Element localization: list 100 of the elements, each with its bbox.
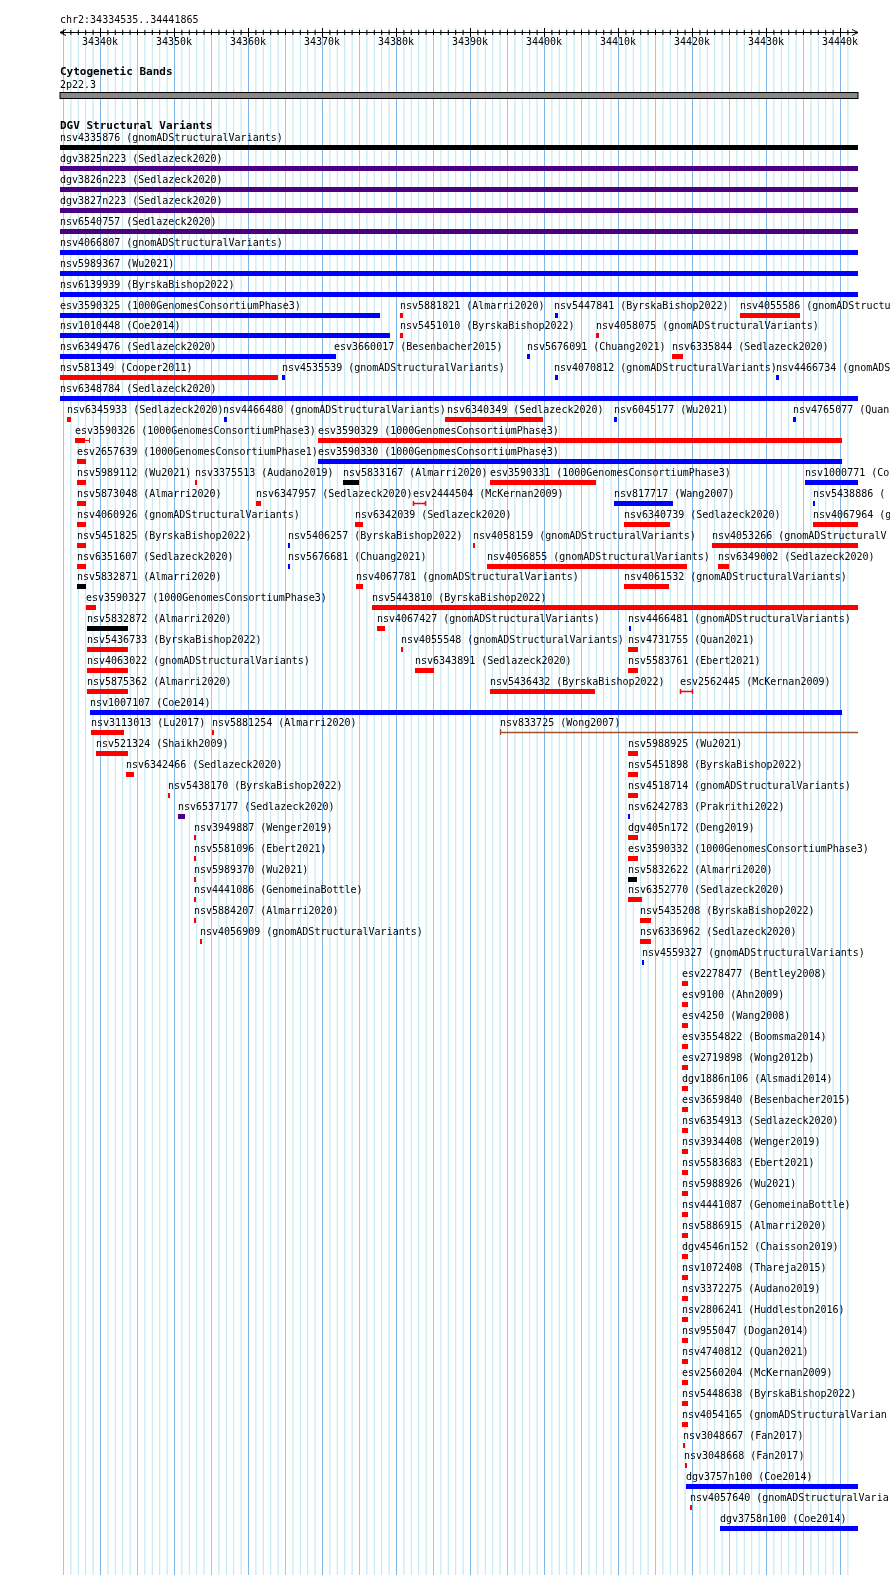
feature-label: nsv4053266 (gnomADStructuralV bbox=[712, 530, 887, 542]
feature-label: nsv4559327 (gnomADStructuralVariants) bbox=[642, 947, 865, 959]
scale-tick-label: 34360k bbox=[230, 36, 267, 48]
feature-label: nsv6351607 (Sedlazeck2020) bbox=[77, 551, 234, 563]
feature-label: nsv5451825 (ByrskaBishop2022) bbox=[77, 530, 252, 542]
scale-tick-label: 34380k bbox=[378, 36, 415, 48]
feature-label: nsv581349 (Cooper2011) bbox=[60, 362, 193, 374]
feature-label: nsv955047 (Dogan2014) bbox=[682, 1325, 809, 1337]
feature-label: nsv4740812 (Quan2021) bbox=[682, 1346, 809, 1358]
feature-label: esv3590326 (1000GenomesConsortiumPhase3) bbox=[75, 425, 316, 437]
track-title: Cytogenetic Bands bbox=[60, 66, 173, 78]
feature-label: dgv3827n223 (Sedlazeck2020) bbox=[60, 195, 223, 207]
feature-label: nsv5989370 (Wu2021) bbox=[194, 864, 309, 876]
feature-label: nsv5436432 (ByrskaBishop2022) bbox=[490, 676, 665, 688]
scale-tick-label: 34400k bbox=[526, 36, 563, 48]
feature-label: nsv4765077 (Quan bbox=[793, 404, 890, 416]
feature-label: nsv3934408 (Wenger2019) bbox=[682, 1136, 821, 1148]
feature-label: dgv3757n100 (Coe2014) bbox=[686, 1471, 813, 1483]
feature-label: nsv5832622 (Almarri2020) bbox=[628, 864, 773, 876]
feature-label: dgv3825n223 (Sedlazeck2020) bbox=[60, 153, 223, 165]
feature-label: nsv4057640 (gnomADStructuralVaria bbox=[690, 1492, 889, 1504]
feature-label: nsv6045177 (Wu2021) bbox=[614, 404, 729, 416]
feature-label: nsv5833167 (Almarri2020) bbox=[343, 467, 488, 479]
feature-label: esv2444504 (McKernan2009) bbox=[413, 488, 564, 500]
feature-label: nsv5676091 (Chuang2021) bbox=[527, 341, 666, 353]
feature-label: esv2278477 (Bentley2008) bbox=[682, 968, 827, 980]
feature-label: nsv4518714 (gnomADStructuralVariants) bbox=[628, 780, 851, 792]
feature-label: nsv5832871 (Almarri2020) bbox=[77, 571, 222, 583]
scale-tick-label: 34370k bbox=[304, 36, 341, 48]
feature-label: nsv5873048 (Almarri2020) bbox=[77, 488, 222, 500]
feature-label: nsv5438170 (ByrskaBishop2022) bbox=[168, 780, 343, 792]
feature-label: nsv5988925 (Wu2021) bbox=[628, 738, 743, 750]
feature-label: esv2562445 (McKernan2009) bbox=[680, 676, 831, 688]
feature-label: esv3590325 (1000GenomesConsortiumPhase3) bbox=[60, 300, 301, 312]
feature-label: esv3590332 (1000GenomesConsortiumPhase3) bbox=[628, 843, 869, 855]
feature-label: nsv6347957 (Sedlazeck2020) bbox=[256, 488, 413, 500]
feature-label: nsv1072408 (Thareja2015) bbox=[682, 1262, 827, 1274]
feature-label: nsv3113013 (Lu2017) bbox=[91, 717, 206, 729]
feature-label: nsv5886915 (Almarri2020) bbox=[682, 1220, 827, 1232]
feature-label: esv3554822 (Boomsma2014) bbox=[682, 1031, 827, 1043]
feature-label: nsv4067964 (g bbox=[813, 509, 890, 521]
feature-label: nsv5448638 (ByrskaBishop2022) bbox=[682, 1388, 857, 1400]
feature-label: nsv4061532 (gnomADStructuralVariants) bbox=[624, 571, 847, 583]
feature-label: nsv5451010 (ByrskaBishop2022) bbox=[400, 320, 575, 332]
scale-tick-label: 34390k bbox=[452, 36, 489, 48]
feature-label: nsv833725 (Wong2007) bbox=[500, 717, 621, 729]
feature-label: nsv4466481 (gnomADStructuralVariants) bbox=[628, 613, 851, 625]
feature-label: nsv5989112 (Wu2021) bbox=[77, 467, 192, 479]
feature-label: nsv4056855 (gnomADStructuralVariants) bbox=[487, 551, 710, 563]
feature-label: esv2657639 (1000GenomesConsortiumPhase1) bbox=[77, 446, 318, 458]
track-title: DGV Structural Variants bbox=[60, 120, 213, 132]
feature-label: esv9100 (Ahn2009) bbox=[682, 989, 785, 1001]
feature-label: nsv6343891 (Sedlazeck2020) bbox=[415, 655, 572, 667]
feature-label: nsv6537177 (Sedlazeck2020) bbox=[178, 801, 335, 813]
feature-label: esv3590327 (1000GenomesConsortiumPhase3) bbox=[86, 592, 327, 604]
feature-label: nsv4055548 (gnomADStructuralVariants) bbox=[401, 634, 624, 646]
feature-label: esv3590329 (1000GenomesConsortiumPhase3) bbox=[318, 425, 559, 437]
feature-label: nsv4067427 (gnomADStructuralVariants) bbox=[377, 613, 600, 625]
feature-label: esv3590330 (1000GenomesConsortiumPhase3) bbox=[318, 446, 559, 458]
scale-tick-label: 34430k bbox=[748, 36, 785, 48]
feature-label: nsv4063022 (gnomADStructuralVariants) bbox=[87, 655, 310, 667]
feature-label: nsv5881821 (Almarri2020) bbox=[400, 300, 545, 312]
location-label: chr2:34334535..34441865 bbox=[60, 14, 199, 26]
feature-label: nsv4535539 (gnomADStructuralVariants) bbox=[282, 362, 505, 374]
feature-label: nsv6139939 (ByrskaBishop2022) bbox=[60, 279, 235, 291]
cytoband-label: 2p22.3 bbox=[60, 79, 97, 91]
feature-label: nsv6540757 (Sedlazeck2020) bbox=[60, 216, 217, 228]
feature-label: dgv405n172 (Deng2019) bbox=[628, 822, 755, 834]
feature-label: nsv5989367 (Wu2021) bbox=[60, 258, 175, 270]
feature-label: nsv4466480 (gnomADStructuralVariants) bbox=[223, 404, 446, 416]
feature-label: dgv4546n152 (Chaisson2019) bbox=[682, 1241, 839, 1253]
feature-label: nsv4054165 (gnomADStructuralVarian bbox=[682, 1409, 887, 1421]
feature-label: nsv5676681 (Chuang2021) bbox=[288, 551, 427, 563]
feature-label: nsv817717 (Wang2007) bbox=[614, 488, 735, 500]
scale-tick-label: 34420k bbox=[674, 36, 711, 48]
feature-label: nsv5875362 (Almarri2020) bbox=[87, 676, 232, 688]
feature-label: nsv4060926 (gnomADStructuralVariants) bbox=[77, 509, 300, 521]
feature-label: nsv5832872 (Almarri2020) bbox=[87, 613, 232, 625]
feature-label: nsv5884207 (Almarri2020) bbox=[194, 905, 339, 917]
feature-label: nsv2806241 (Huddleston2016) bbox=[682, 1304, 845, 1316]
feature-label: nsv4058075 (gnomADStructuralVariants) bbox=[596, 320, 819, 332]
feature-label: nsv6342039 (Sedlazeck2020) bbox=[355, 509, 512, 521]
feature-label: esv2560204 (McKernan2009) bbox=[682, 1367, 833, 1379]
feature-label: nsv4067781 (gnomADStructuralVariants) bbox=[356, 571, 579, 583]
feature-label: nsv3048667 (Fan2017) bbox=[683, 1430, 804, 1442]
feature-label: nsv5443810 (ByrskaBishop2022) bbox=[372, 592, 547, 604]
scale-tick-label: 34440k bbox=[822, 36, 859, 48]
feature-label: esv2719898 (Wong2012b) bbox=[682, 1052, 815, 1064]
feature-label: nsv4466734 (gnomADS bbox=[776, 362, 890, 374]
feature-label: nsv6342466 (Sedlazeck2020) bbox=[126, 759, 283, 771]
feature-label: nsv521324 (Shaikh2009) bbox=[96, 738, 229, 750]
feature-label: dgv3826n223 (Sedlazeck2020) bbox=[60, 174, 223, 186]
feature-label: esv3659840 (Besenbacher2015) bbox=[682, 1094, 851, 1106]
feature-label: nsv6242783 (Prakrithi2022) bbox=[628, 801, 785, 813]
scale-tick-label: 34410k bbox=[600, 36, 637, 48]
feature-label: nsv4055586 (gnomADStructu bbox=[740, 300, 890, 312]
feature-label: nsv6345933 (Sedlazeck2020) bbox=[67, 404, 224, 416]
feature-label: nsv6340739 (Sedlazeck2020) bbox=[624, 509, 781, 521]
feature-label: nsv5881254 (Almarri2020) bbox=[212, 717, 357, 729]
feature-label: dgv3758n100 (Coe2014) bbox=[720, 1513, 847, 1525]
